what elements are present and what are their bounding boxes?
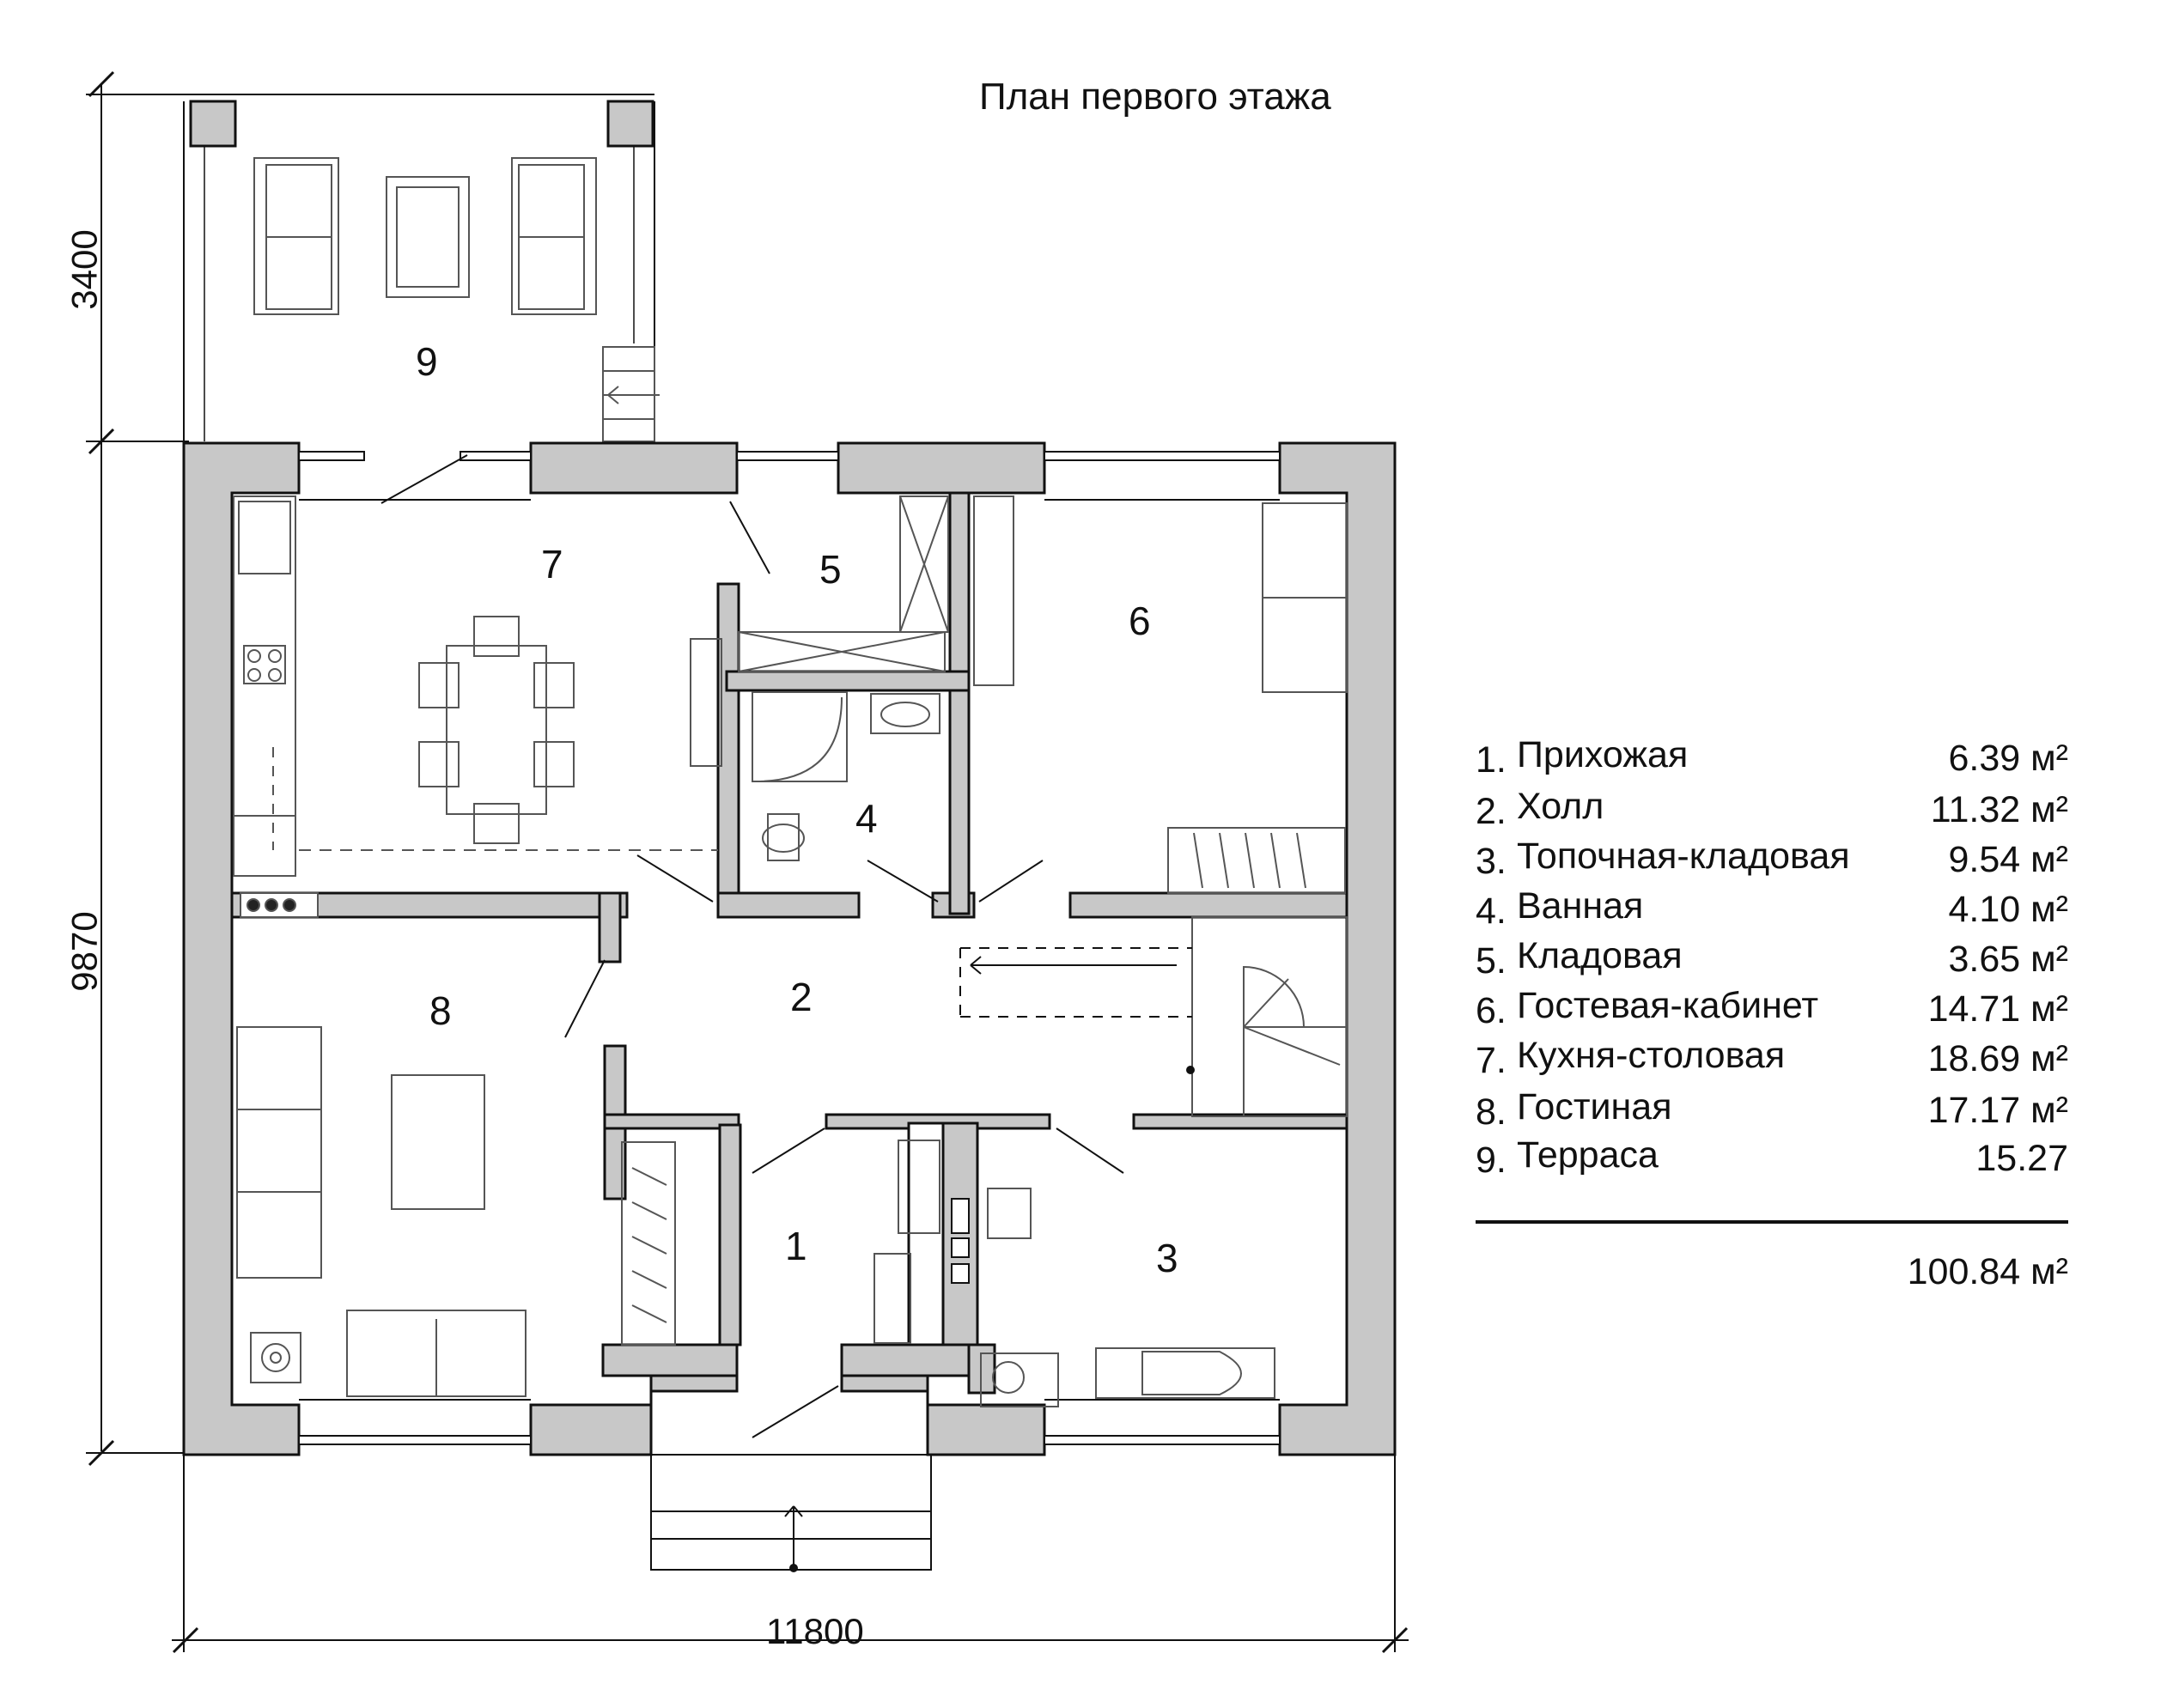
hall-wardrobe xyxy=(621,1140,1275,1407)
legend-number: 4. xyxy=(1476,890,1507,932)
legend-number: 8. xyxy=(1476,1091,1507,1133)
dimension-lines xyxy=(86,70,1409,1654)
legend-row: 1. Прихожая 6.39 м² xyxy=(1476,734,2068,782)
terrace-column xyxy=(189,100,237,148)
room-number-6: 6 xyxy=(1129,599,1151,643)
legend-room-name: Гостиная xyxy=(1517,1086,1672,1128)
legend-room-area: 11.32 м² xyxy=(1930,789,2068,830)
legend-number: 6. xyxy=(1476,990,1507,1031)
exterior-walls xyxy=(182,441,1397,1456)
terrace-sofa xyxy=(511,157,597,315)
kitchen-unit xyxy=(233,495,718,918)
room-number-9: 9 xyxy=(416,339,438,384)
legend-number: 9. xyxy=(1476,1140,1507,1181)
staircase xyxy=(959,916,1348,1117)
legend-divider xyxy=(1476,1220,2068,1224)
page-title: План первого этажа xyxy=(979,76,1331,118)
terrace-table xyxy=(386,176,470,298)
room-number-3: 3 xyxy=(1156,1236,1178,1280)
room-number-4: 4 xyxy=(855,796,878,841)
legend-room-area: 14.71 м² xyxy=(1927,988,2068,1030)
terrace-column xyxy=(606,100,654,148)
room-number-7: 7 xyxy=(541,542,563,587)
legend-room-area: 18.69 м² xyxy=(1927,1038,2068,1079)
terrace xyxy=(183,100,660,442)
legend-room-area: 3.65 м² xyxy=(1948,939,2068,980)
room-number-8: 8 xyxy=(429,988,452,1033)
legend-row: 5. Кладовая 3.65 м² xyxy=(1476,935,2068,983)
dining-table xyxy=(418,616,575,844)
room-number-5: 5 xyxy=(819,547,842,592)
living-room-furniture xyxy=(236,1026,527,1397)
legend-number: 5. xyxy=(1476,940,1507,982)
dimension-house-height: 9870 xyxy=(64,911,105,992)
door-swings xyxy=(380,454,1124,1438)
legend-row: 4. Ванная 4.10 м² xyxy=(1476,885,2068,933)
legend-room-area: 4.10 м² xyxy=(1948,889,2068,930)
legend-row: 8. Гостиная 17.17 м² xyxy=(1476,1086,2068,1134)
legend-row: 3. Топочная-кладовая 9.54 м² xyxy=(1476,836,2068,884)
room-number-1: 1 xyxy=(785,1224,807,1268)
terrace-sofa xyxy=(253,157,339,315)
terrace-steps xyxy=(602,346,660,442)
legend-number: 7. xyxy=(1476,1040,1507,1081)
bathroom-fixtures xyxy=(690,495,949,861)
windows xyxy=(298,451,1281,1445)
legend-room-area: 9.54 м² xyxy=(1948,839,2068,880)
legend-number: 1. xyxy=(1476,739,1507,781)
legend-row: 7. Кухня-столовая 18.69 м² xyxy=(1476,1035,2068,1083)
legend-room-area: 6.39 м² xyxy=(1948,738,2068,779)
guest-room-furniture xyxy=(973,495,1348,894)
legend-room-name: Холл xyxy=(1517,786,1604,827)
legend-room-area: 17.17 м² xyxy=(1927,1090,2068,1131)
legend-room-name: Терраса xyxy=(1517,1134,1659,1176)
room-number-2: 2 xyxy=(790,975,813,1019)
legend-room-name: Кухня-столовая xyxy=(1517,1035,1786,1076)
legend-room-name: Топочная-кладовая xyxy=(1517,836,1850,877)
legend-total-area: 100.84 м² xyxy=(1907,1251,2068,1292)
legend-number: 3. xyxy=(1476,841,1507,882)
legend-room-name: Ванная xyxy=(1517,885,1644,927)
legend-row: 6. Гостевая-кабинет 14.71 м² xyxy=(1476,985,2068,1033)
legend-room-name: Кладовая xyxy=(1517,935,1683,976)
entrance-steps xyxy=(650,1454,932,1572)
legend-number: 2. xyxy=(1476,791,1507,832)
legend-room-name: Прихожая xyxy=(1517,734,1689,775)
legend-room-name: Гостевая-кабинет xyxy=(1517,985,1819,1026)
legend-room-area: 15.27 xyxy=(1975,1138,2068,1179)
legend-row: 9. Терраса 15.27 xyxy=(1476,1134,2068,1182)
legend-row: 2. Холл 11.32 м² xyxy=(1476,786,2068,834)
dimension-width: 11800 xyxy=(766,1611,864,1651)
dimension-terrace-height: 3400 xyxy=(64,229,105,310)
